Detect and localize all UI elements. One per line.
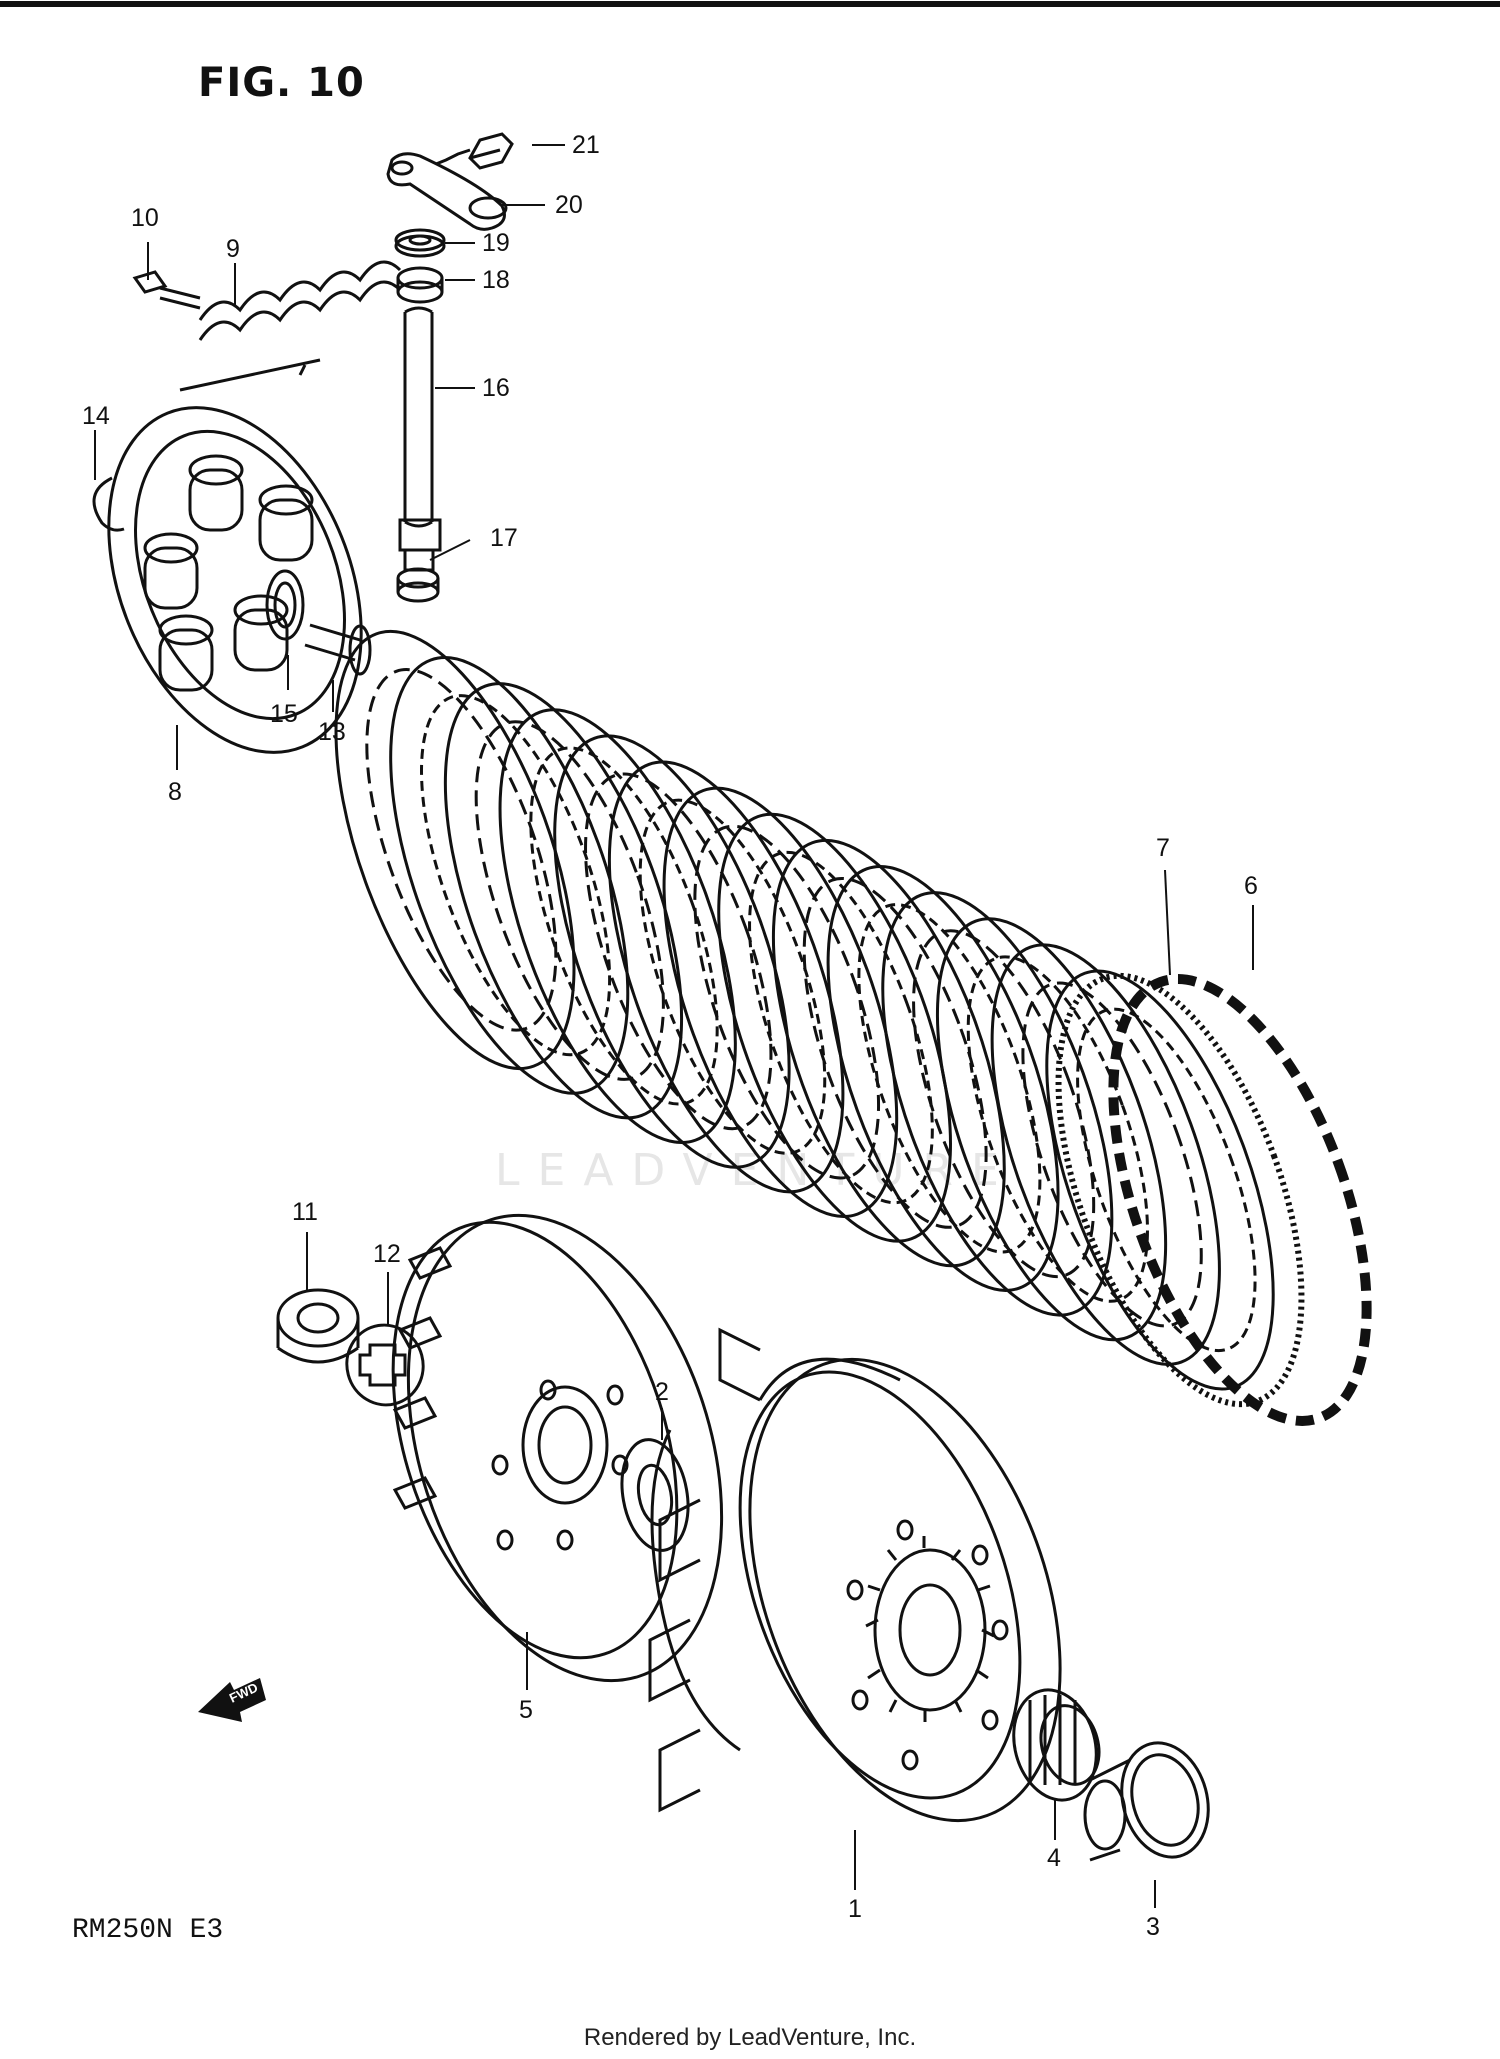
clutch-plate-inner — [1076, 1007, 1257, 1353]
clutch-plate-inner — [420, 694, 612, 1057]
clutch-plate-inner — [802, 876, 988, 1229]
clutch-plate-outer — [607, 760, 845, 1194]
callout-18: 18 — [482, 266, 510, 294]
callout-8: 8 — [168, 778, 182, 806]
clutch-plate-outer — [717, 812, 952, 1243]
callout-16: 16 — [482, 374, 510, 402]
clutch-plate-outer — [881, 891, 1114, 1317]
callout-5: 5 — [519, 1696, 533, 1724]
footer-credit: Rendered by LeadVenture, Inc. — [583, 2024, 917, 2051]
clutch-plate-outer — [389, 656, 630, 1095]
forward-direction-marker: FWD — [198, 1678, 266, 1722]
callout-19: 19 — [482, 229, 510, 257]
callout-2: 2 — [655, 1378, 669, 1406]
clutch-plate-outer — [334, 629, 576, 1071]
clutch-plate-inner — [912, 929, 1096, 1279]
clutch-plate-inner — [584, 772, 773, 1131]
clutch-plate-inner — [365, 668, 558, 1032]
clutch-plate-outer — [443, 682, 684, 1120]
figure-title: FIG. 10 — [198, 60, 365, 106]
drive-plate — [1108, 974, 1372, 1426]
callout-17: 17 — [490, 524, 518, 552]
clutch-plate-inner — [529, 746, 719, 1106]
callout-20: 20 — [555, 191, 583, 219]
clutch-plate-inner — [1021, 981, 1203, 1328]
callout-15: 15 — [270, 700, 298, 728]
clutch-plate-stack — [334, 629, 1372, 1426]
clutch-plate-outer — [553, 734, 791, 1169]
callout-3: 3 — [1146, 1913, 1160, 1941]
clutch-plate-outer — [990, 943, 1221, 1366]
clutch-plate-outer — [498, 708, 737, 1145]
sleeve-hub-assembly — [276, 1213, 724, 1683]
clutch-plate-outer — [826, 865, 1060, 1292]
clutch-plate-inner — [966, 955, 1149, 1303]
release-lever-assembly — [386, 132, 514, 603]
callout-7: 7 — [1156, 834, 1170, 862]
clutch-housing-assembly — [648, 1327, 1210, 1862]
clutch-plate-outer — [771, 838, 1006, 1268]
clutch-plate-inner — [638, 798, 827, 1155]
callout-9: 9 — [226, 235, 240, 263]
callout-11: 11 — [292, 1198, 318, 1226]
model-code: RM250N E3 — [72, 1915, 224, 1946]
clutch-plate-inner — [474, 720, 665, 1081]
callout-leader-lines — [94, 144, 1254, 1908]
driven-plate — [1055, 972, 1305, 1408]
callout-10: 10 — [131, 204, 159, 232]
pressure-plate-assembly — [92, 260, 402, 754]
callout-1: 1 — [848, 1895, 862, 1923]
callout-14: 14 — [82, 402, 110, 430]
clutch-plate-inner — [857, 903, 1042, 1254]
callout-6: 6 — [1244, 872, 1258, 900]
clutch-plate-outer — [935, 917, 1168, 1342]
callout-13: 13 — [318, 718, 346, 746]
clutch-plate-inner — [748, 850, 934, 1205]
callout-4: 4 — [1047, 1844, 1061, 1872]
callout-21: 21 — [572, 131, 600, 159]
callout-12: 12 — [373, 1240, 401, 1268]
clutch-plate-outer — [662, 786, 899, 1218]
clutch-plate-inner — [693, 824, 881, 1180]
